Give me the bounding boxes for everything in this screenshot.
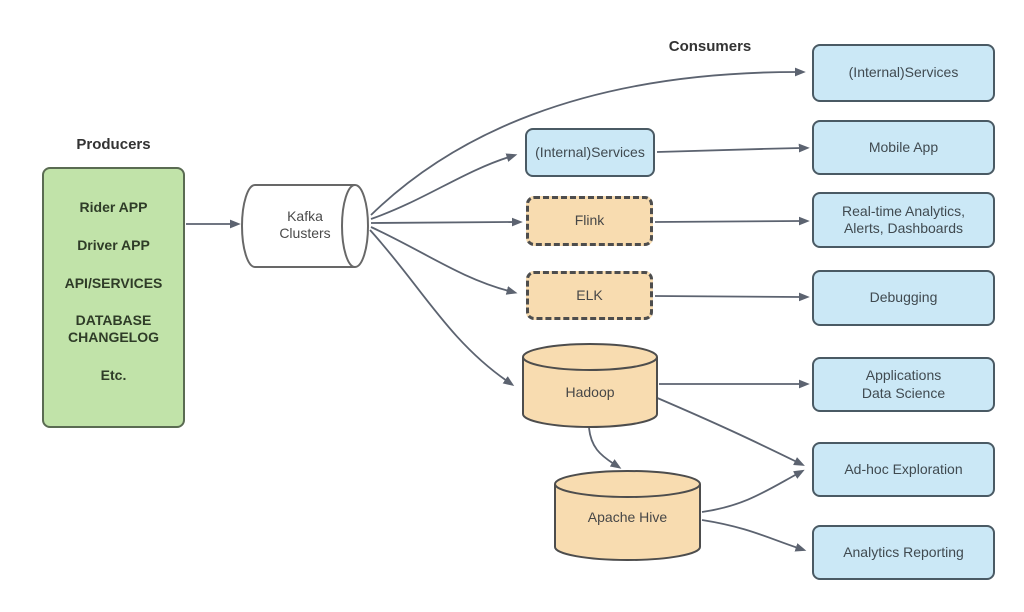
apache-hive-label: Apache Hive xyxy=(587,509,668,526)
consumer-mobile-app: Mobile App xyxy=(812,120,995,175)
edge-hive-to-analytics-reporting xyxy=(701,519,807,552)
edge-kafka-to-elk xyxy=(370,226,518,295)
hadoop-cylinder xyxy=(522,343,658,428)
producer-item-driver-app: Driver APP xyxy=(77,236,150,253)
edge-hadoop-to-adhoc xyxy=(654,396,805,466)
consumer-internal-services: (Internal)Services xyxy=(812,44,995,102)
edge-hive-to-adhoc xyxy=(701,469,805,513)
consumer-debugging: Debugging xyxy=(812,270,995,326)
apache-hive-cylinder xyxy=(554,470,701,561)
edge-services-to-mobile-app xyxy=(656,143,810,153)
producer-item-etc: Etc. xyxy=(100,366,127,383)
producers-box: Rider APP Driver APP API/SERVICES DATABA… xyxy=(42,167,185,428)
consumer-applications-data-science: Applications Data Science xyxy=(812,357,995,412)
node-internal-services: (Internal)Services xyxy=(525,128,655,177)
edge-kafka-to-consumer-services xyxy=(370,67,806,216)
consumer-realtime-analytics: Real-time Analytics, Alerts, Dashboards xyxy=(812,192,995,248)
producer-item-rider-app: Rider APP xyxy=(79,199,148,215)
edge-hadoop-to-hive xyxy=(588,427,622,469)
consumer-adhoc-exploration: Ad-hoc Exploration xyxy=(812,442,995,497)
node-flink: Flink xyxy=(526,196,653,246)
kafka-cluster-label: Kafka Clusters xyxy=(279,207,331,242)
edge-elk-to-debugging xyxy=(654,292,810,302)
producers-header: Producers xyxy=(76,136,151,153)
consumer-analytics-reporting: Analytics Reporting xyxy=(812,525,995,580)
hadoop-label: Hadoop xyxy=(565,383,615,400)
producer-item-api-services: API/SERVICES xyxy=(64,274,163,291)
node-elk: ELK xyxy=(526,271,653,320)
edge-kafka-to-flink xyxy=(370,217,523,227)
edge-flink-to-realtime-analytics xyxy=(654,216,810,226)
edge-kafka-to-internal-services xyxy=(370,153,518,220)
producer-item-database-changelog: DATABASE CHANGELOG xyxy=(68,312,159,346)
consumers-header: Consumers xyxy=(668,38,752,55)
edge-kafka-to-hadoop xyxy=(369,229,515,387)
kafka-cluster-cylinder xyxy=(241,184,369,268)
